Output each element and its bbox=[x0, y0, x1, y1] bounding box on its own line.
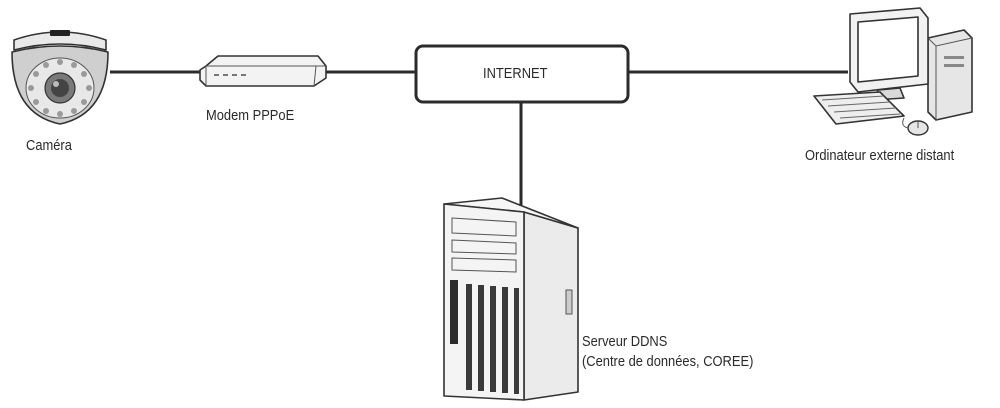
connection-lines bbox=[110, 70, 848, 208]
remote-pc-label: Ordinateur externe distant bbox=[805, 147, 955, 164]
modem-icon bbox=[199, 55, 327, 87]
dome-camera-icon bbox=[11, 30, 109, 125]
internet-label: INTERNET bbox=[483, 65, 548, 82]
modem-label: Modem PPPoE bbox=[206, 107, 295, 124]
internet-box bbox=[414, 44, 630, 104]
ddns-server-label-line2: (Centre de données, COREE) bbox=[582, 353, 754, 370]
ddns-server-label-line1: Serveur DDNS bbox=[582, 333, 668, 350]
desktop-computer-icon bbox=[813, 7, 973, 136]
tower-server-icon bbox=[443, 197, 579, 401]
camera-label: Caméra bbox=[26, 137, 72, 154]
